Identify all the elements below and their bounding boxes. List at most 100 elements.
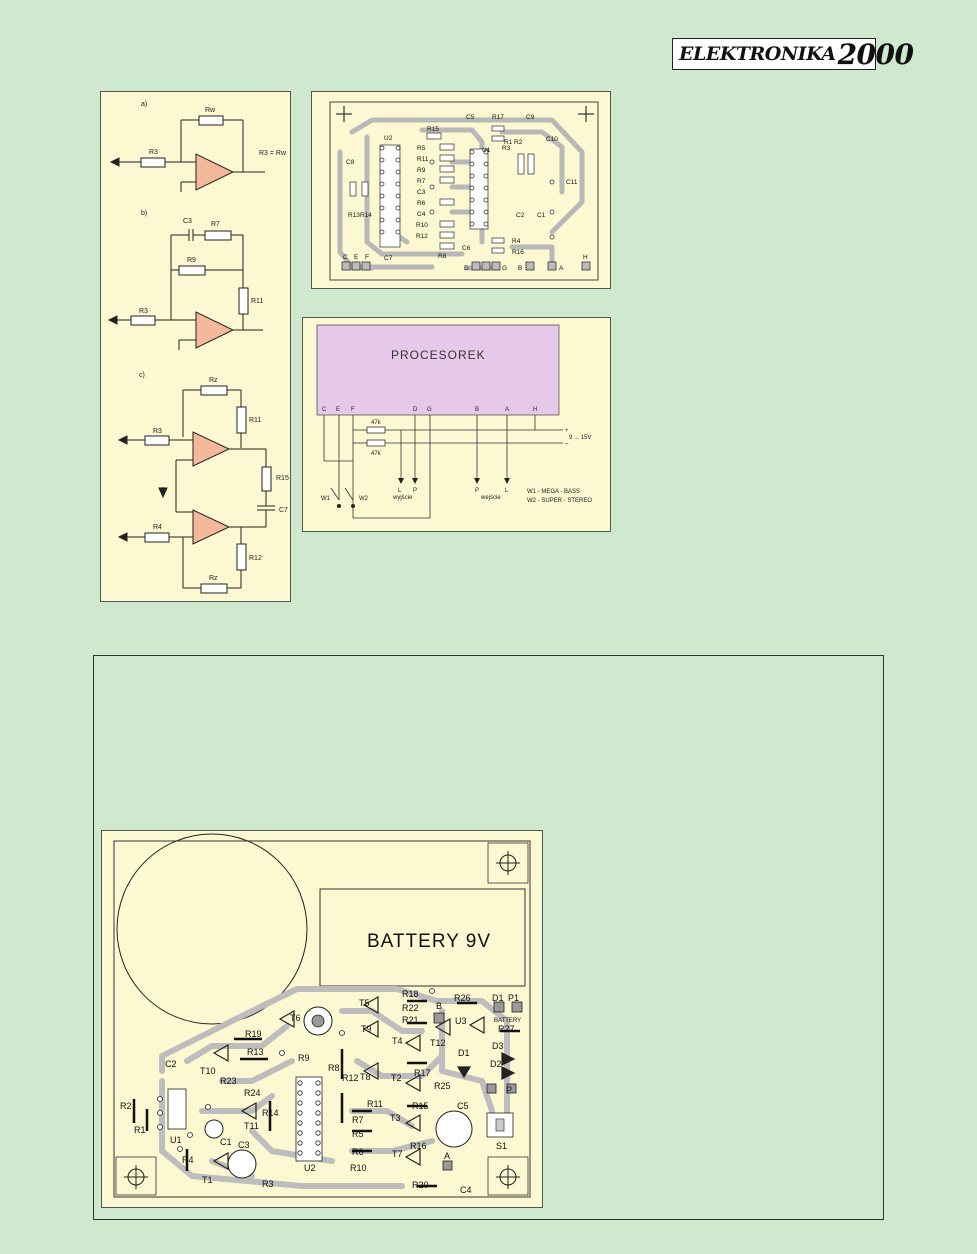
label-rz-bottom: Rz: [209, 575, 218, 582]
battery-label: BATTERY 9V: [367, 931, 491, 952]
pcb-top-r2: R2: [514, 139, 523, 146]
label-r11-c: R11: [249, 417, 261, 424]
pcb-r4: R4: [182, 1155, 194, 1165]
pin-g: G: [427, 407, 432, 413]
plus-sign: +: [565, 428, 569, 434]
pcb-r6: R6: [352, 1147, 364, 1157]
supply-voltage: 9 ... 15V: [569, 435, 591, 441]
pcb-r3: R3: [262, 1179, 274, 1189]
label-c7: C7: [279, 507, 288, 514]
pcb-r12: R12: [342, 1073, 359, 1083]
pcb-top-c9: C9: [526, 114, 535, 121]
bottom-section-frame: [93, 655, 884, 1220]
label-rw: Rw: [205, 107, 216, 114]
wiring-diagram: PROCESOREK C E F D G B A H 47k 47k + –: [316, 324, 592, 519]
pcb-c3: C3: [238, 1140, 250, 1150]
pcb-d3: D3: [492, 1041, 504, 1051]
pcb-top-conn-f: F: [365, 254, 369, 261]
label-r9: R9: [187, 257, 196, 264]
w2-label: W2: [359, 496, 369, 502]
pcb-top-r15: R15: [427, 126, 439, 133]
opamp-schematic: a) Rw R3 R3 = Rw b) C3 R7 R9 R11 R3 c) R…: [107, 101, 289, 594]
pcb-p: P: [506, 1085, 512, 1095]
pin-h: H: [533, 407, 537, 413]
pcb-r17: R17: [414, 1068, 431, 1078]
pcb-r15: R15: [412, 1101, 429, 1111]
pcb-t1: T1: [202, 1175, 213, 1185]
pcb-top-c3: C3: [417, 189, 426, 196]
pcb-r14: R14: [262, 1108, 279, 1118]
pcb-r5: R5: [352, 1129, 364, 1139]
label-r3-c: R3: [153, 428, 162, 435]
pcb-r26: R26: [454, 993, 471, 1003]
pcb-r22: R22: [402, 1003, 419, 1013]
label-equation: R3 = Rw: [259, 150, 287, 157]
pcb-bottom: BATTERY 9V: [113, 833, 531, 1198]
pcb-top-r9: R9: [417, 167, 426, 174]
pcb-d1: D1: [458, 1048, 470, 1058]
label-r15: R15: [276, 475, 289, 482]
pcb-top-c10: C10: [546, 136, 558, 143]
pcb-r20: R20: [412, 1180, 429, 1190]
pcb-t7: T7: [392, 1149, 403, 1159]
label-c: c): [139, 372, 145, 379]
pcb-r18: R18: [402, 989, 419, 999]
pcb-t8: T8: [360, 1072, 371, 1082]
pcb-top-conn-a: A: [559, 265, 564, 272]
pcb-top-r6: R6: [417, 200, 426, 207]
label-r7: R7: [211, 221, 220, 228]
pcb-top-c6: C6: [462, 245, 471, 252]
pcb-r16: R16: [410, 1141, 427, 1151]
legend-w1: W1 - MEGA - BASS: [527, 489, 580, 495]
out-l: L: [398, 488, 402, 494]
pcb-t3: T3: [390, 1113, 401, 1123]
pcb-r7: R7: [352, 1115, 364, 1125]
out-p: P: [413, 488, 417, 494]
pcb-top-c4: C4: [417, 211, 426, 218]
label-r4: R4: [153, 524, 162, 531]
pcb-top-r16: R16: [512, 249, 524, 256]
pin-e: E: [336, 407, 340, 413]
module-name: PROCESOREK: [391, 348, 486, 362]
pcb-d1-top: D1: [492, 993, 504, 1003]
pin-a: A: [505, 407, 509, 413]
wiring-panel: PROCESOREK C E F D G B A H 47k 47k + –: [302, 317, 611, 532]
pcb-c1: C1: [220, 1137, 232, 1147]
pcb-top-r3: R3: [502, 145, 511, 152]
pcb-s1: S1: [496, 1141, 507, 1151]
pcb-top-u1: U1: [482, 147, 491, 154]
pcb-r13: R13: [247, 1047, 264, 1057]
output-label: wyjście: [392, 495, 413, 501]
pcb-b: B: [436, 1001, 442, 1011]
pcb-c4: C4: [460, 1185, 472, 1195]
pcb-r25: R25: [434, 1081, 451, 1091]
pcb-top-conn-g: G: [502, 265, 507, 272]
pcb-top-r10: R10: [416, 222, 428, 229]
pcb-t11: T11: [244, 1121, 259, 1131]
pin-f: F: [351, 407, 355, 413]
pcb-top-r7: R7: [417, 178, 426, 185]
opamp-schematic-panel: a) Rw R3 R3 = Rw b) C3 R7 R9 R11 R3 c) R…: [100, 91, 291, 602]
pcb-p1: P1: [508, 993, 519, 1003]
pcb-t12: T12: [430, 1038, 446, 1048]
pin-b: B: [475, 407, 479, 413]
pcb-r19: R19: [245, 1029, 262, 1039]
pcb-top-c5: C5: [466, 114, 475, 121]
pcb-a: A: [444, 1151, 450, 1161]
legend-w2: W2 - SUPER - STEREO: [527, 498, 592, 504]
pcb-r10: R10: [350, 1163, 367, 1173]
resistor-label-2: 47k: [371, 451, 382, 457]
pcb-r24: R24: [244, 1088, 261, 1098]
in-l: L: [505, 488, 509, 494]
pcb-top-panel: C5 R17 C9 R15 C10 U2 R1 R2 R3 C8 R5 R11 …: [311, 91, 611, 289]
pcb-top-r14: R14: [360, 212, 372, 219]
pcb-t9: T9: [361, 1024, 372, 1034]
pcb-r21: R21: [402, 1015, 419, 1025]
pcb-top-r13: R13: [348, 212, 360, 219]
pin-c: C: [322, 407, 327, 413]
label-c3: C3: [183, 218, 192, 225]
pcb-top-conn-h: H: [583, 254, 588, 261]
pcb-top-r8: R8: [438, 253, 447, 260]
input-label: wejście: [480, 495, 501, 501]
label-b: b): [141, 210, 147, 217]
